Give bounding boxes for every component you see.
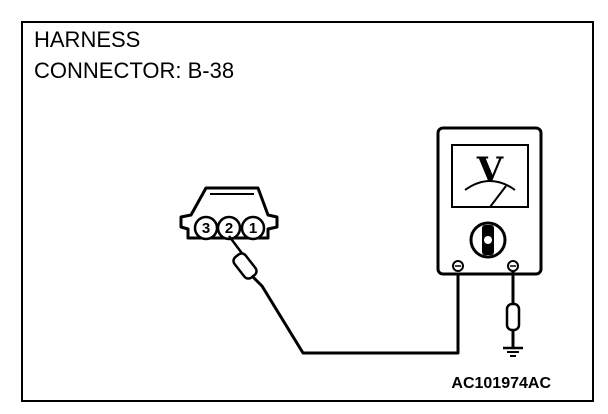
diagram-frame [21, 21, 594, 402]
meter-symbol: V [476, 150, 504, 190]
meter-positive-terminal [452, 260, 464, 272]
svg-text:1: 1 [249, 220, 257, 237]
harness-label: HARNESS [34, 27, 140, 52]
meter-negative-terminal [507, 260, 519, 272]
connector-label: CONNECTOR: B-38 [34, 58, 234, 83]
svg-text:3: 3 [202, 220, 210, 237]
svg-text:2: 2 [225, 220, 233, 237]
pin-3: 3 [193, 215, 219, 241]
figure-code: AC101974AC [451, 375, 551, 392]
meter-display [451, 144, 529, 208]
meter-scale-arc [464, 180, 516, 191]
ground-icon [503, 346, 523, 357]
positive-test-probe [228, 235, 460, 355]
meter-needle [489, 185, 507, 208]
harness-connector: 3 2 1 [179, 186, 279, 241]
negative-test-lead [505, 271, 521, 347]
meter-range-knob [469, 221, 507, 259]
pin-2: 2 [216, 215, 242, 241]
pin-1: 1 [240, 215, 266, 241]
voltmeter: V [436, 126, 543, 276]
